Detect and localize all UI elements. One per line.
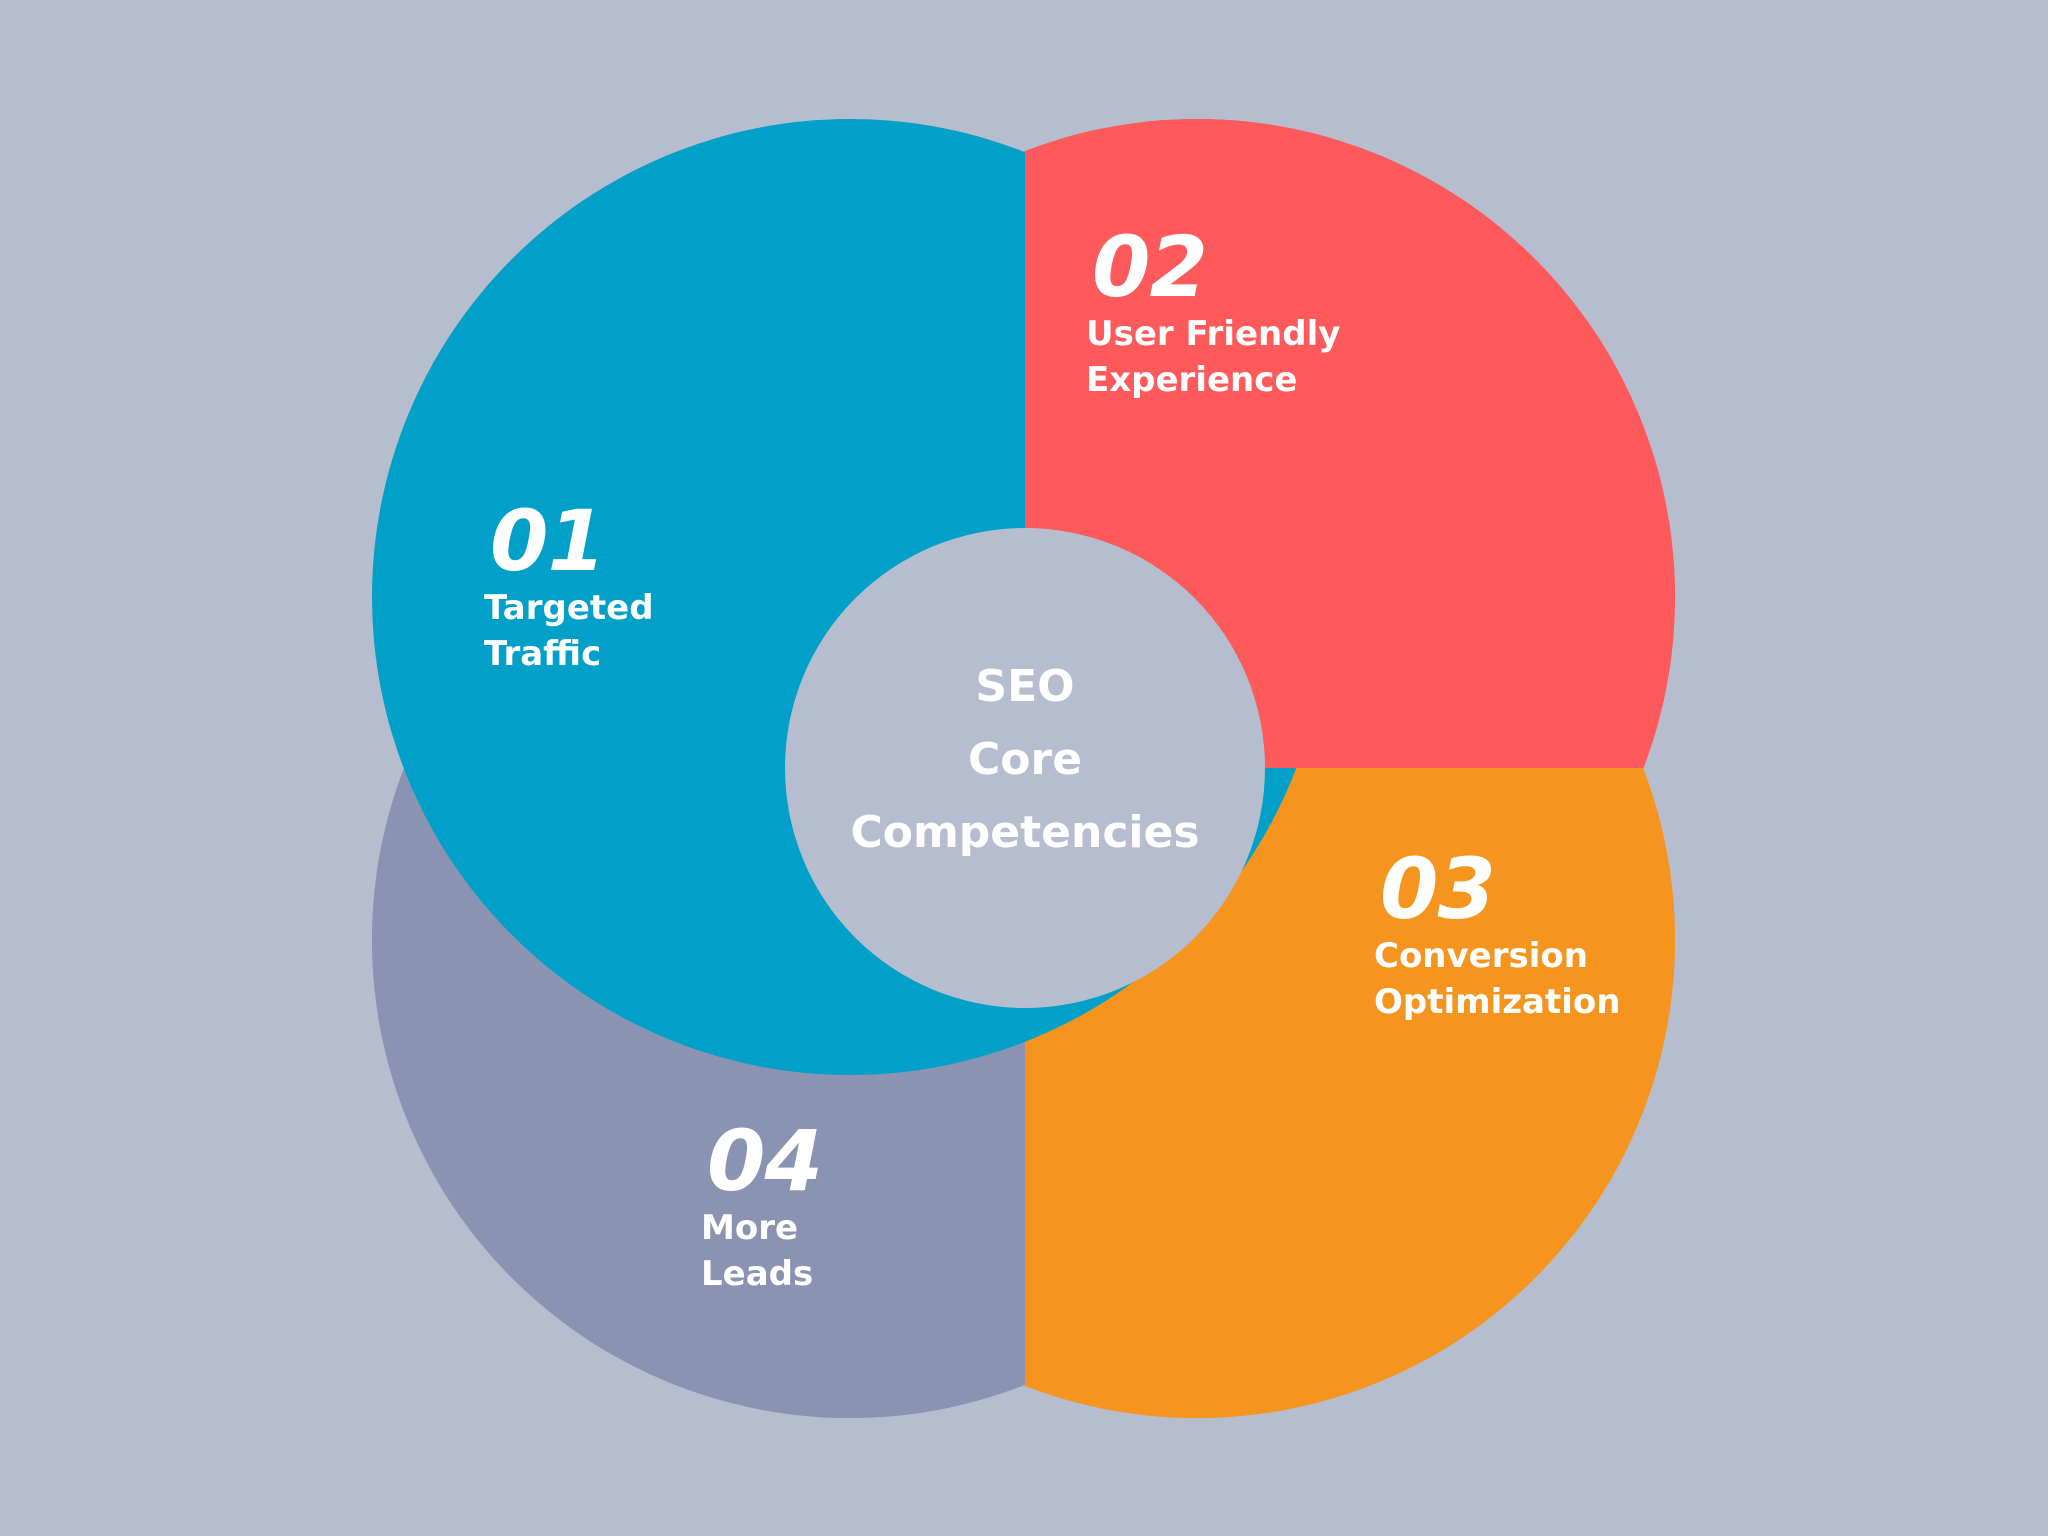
segment-02-overlap <box>1025 119 1675 768</box>
segment-03-label: 03 Conversion Optimization <box>1374 840 1620 1025</box>
segment-04-number: 04 <box>707 1112 823 1210</box>
center-title-line1: SEO <box>975 661 1075 712</box>
segment-02-number: 02 <box>1092 218 1208 316</box>
segment-01-text-line1: Targeted <box>484 588 654 628</box>
center-title-line2: Core <box>967 734 1083 785</box>
center-circle <box>785 528 1265 1008</box>
segment-04-label: 04 More Leads <box>701 1112 823 1297</box>
segment-02-label: 02 User Friendly Experience <box>1086 218 1340 403</box>
center-title-line3: Competencies <box>850 807 1200 858</box>
segment-02-text-line1: User Friendly <box>1086 314 1341 354</box>
segment-02-text-line2: Experience <box>1086 360 1298 400</box>
segment-03-text-line2: Optimization <box>1374 982 1621 1022</box>
segment-01-label: 01 Targeted Traffic <box>484 492 654 677</box>
segment-03-text-line1: Conversion <box>1374 936 1588 976</box>
segment-04-text-line2: Leads <box>701 1254 814 1294</box>
segment-03-number: 03 <box>1380 840 1496 938</box>
center-title: SEO Core Competencies <box>790 650 1260 869</box>
segment-04-text-line1: More <box>701 1208 799 1248</box>
segment-03-overlap <box>1025 768 1675 1418</box>
segment-01-text-line2: Traffic <box>484 634 602 674</box>
segment-01-number: 01 <box>490 492 606 590</box>
